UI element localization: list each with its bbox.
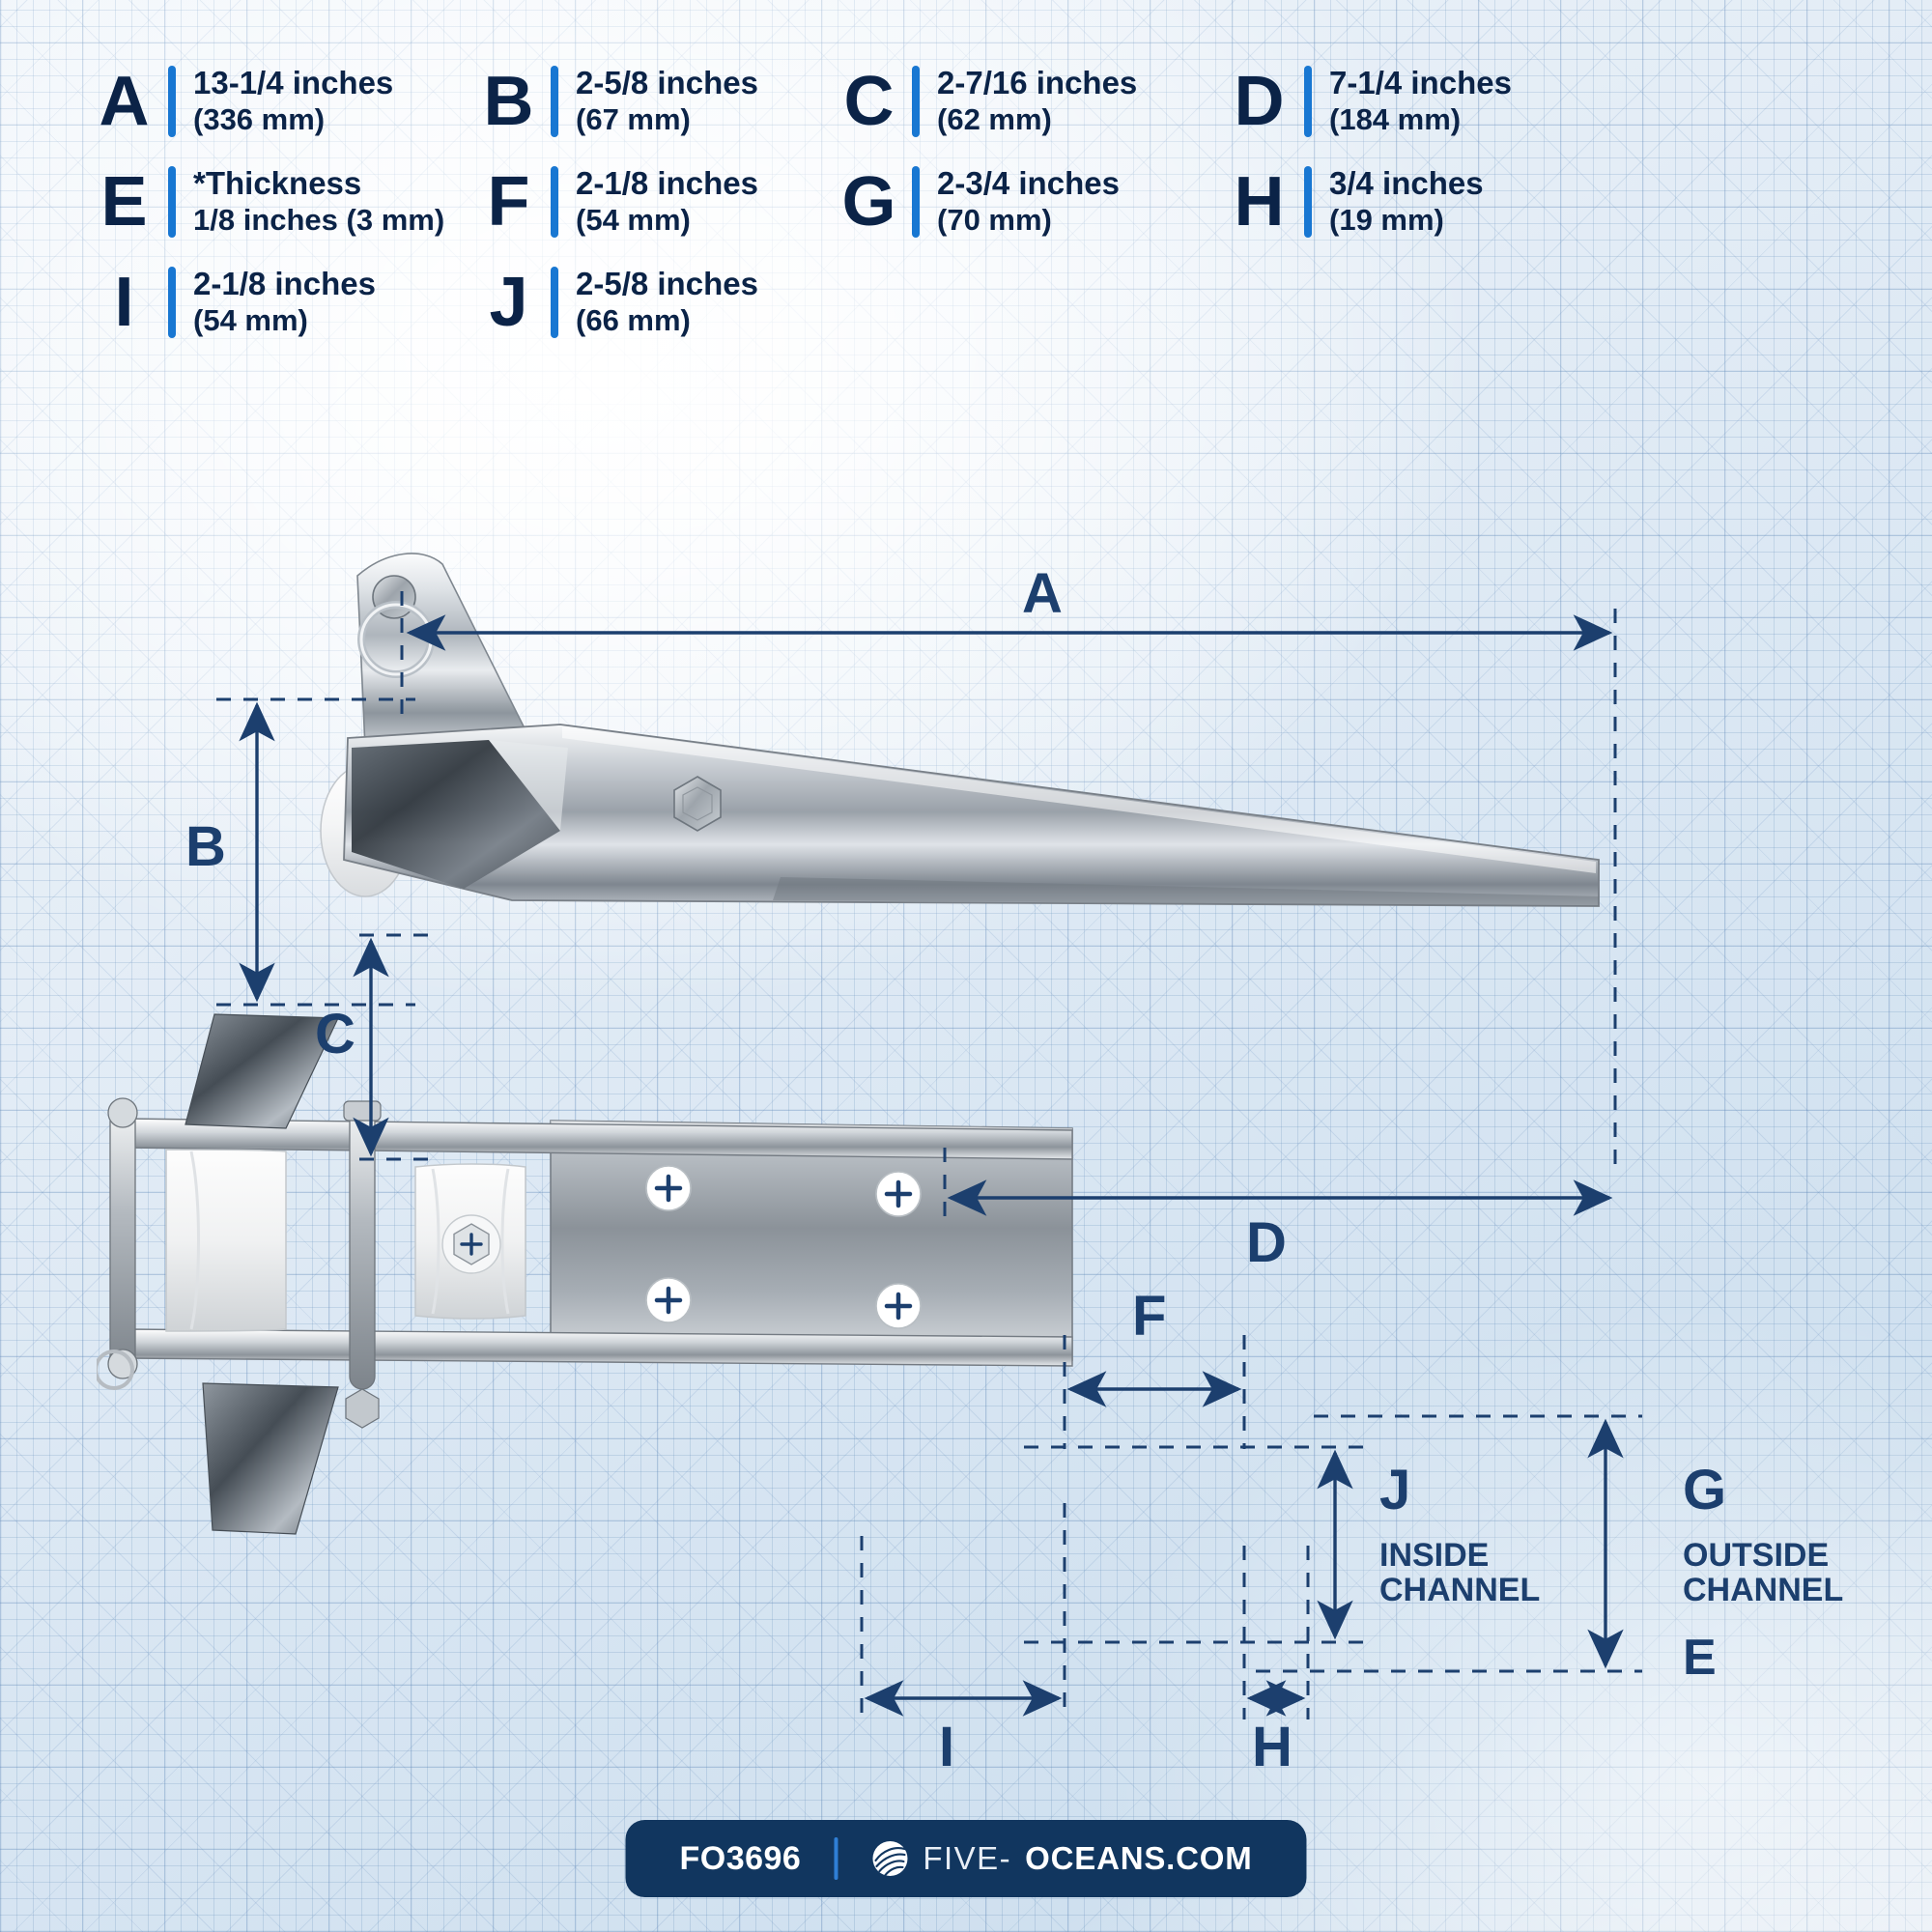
wave-globe-icon [872, 1841, 908, 1877]
legend-value-inches-b: 2-5/8 inches [576, 65, 758, 101]
legend-item-b: B 2-5/8 inches (67 mm) [479, 62, 838, 141]
legend-label-thickness: *Thickness [193, 165, 362, 202]
legend-value-mm-b: (67 mm) [576, 102, 691, 137]
dimension-legend: A 13-1/4 inches (336 mm) B 2-5/8 inches … [93, 62, 1851, 363]
footer-brand-bar: FO3696 FIVE- OCEANS.COM [625, 1820, 1307, 1897]
legend-letter-j: J [489, 263, 527, 341]
legend-accent-bar [168, 267, 176, 338]
legend-accent-bar [912, 166, 920, 238]
legend-text-f: 2-1/8 inches (54 mm) [576, 165, 758, 238]
legend-letter-f: F [487, 162, 530, 241]
brand-lockup: FIVE- OCEANS.COM [870, 1839, 1252, 1878]
dimension-label-e: E [1683, 1630, 1717, 1686]
dimension-label-d: D [1246, 1211, 1287, 1274]
outside-channel-line2: CHANNEL [1683, 1572, 1844, 1609]
legend-letter-d: D [1234, 62, 1285, 140]
legend-value-mm-i: (54 mm) [193, 303, 308, 338]
legend-value-e: 1/8 inches (3 mm) [193, 203, 445, 238]
legend-letter-e: E [100, 162, 147, 241]
legend-item-i: I 2-1/8 inches (54 mm) [93, 263, 479, 342]
inside-channel-line2: CHANNEL [1379, 1572, 1541, 1609]
legend-letter-g: G [841, 162, 895, 241]
legend-value-mm-h: (19 mm) [1329, 203, 1444, 238]
product-photo-side-view [320, 553, 1600, 907]
legend-letter-i: I [114, 263, 133, 341]
legend-letter-h: H [1234, 162, 1285, 241]
legend-item-h: H 3/4 inches (19 mm) [1227, 162, 1484, 242]
brand-text-bold: OCEANS.COM [1025, 1840, 1253, 1876]
legend-text-a: 13-1/4 inches (336 mm) [193, 65, 394, 137]
dimension-label-b: B [185, 815, 226, 878]
dimension-label-h: H [1252, 1716, 1293, 1778]
dimension-label-f: F [1132, 1285, 1167, 1348]
legend-letter-a: A [99, 62, 150, 140]
legend-item-a: A 13-1/4 inches (336 mm) [93, 62, 479, 141]
legend-value-inches-d: 7-1/4 inches [1329, 65, 1512, 101]
dimension-label-c: C [315, 1003, 355, 1065]
legend-item-g: G 2-3/4 inches (70 mm) [838, 162, 1227, 242]
legend-row: E *Thickness 1/8 inches (3 mm) F 2-1/8 i… [93, 162, 1851, 242]
legend-text-j: 2-5/8 inches (66 mm) [576, 266, 758, 338]
legend-row: A 13-1/4 inches (336 mm) B 2-5/8 inches … [93, 62, 1851, 141]
legend-item-f: F 2-1/8 inches (54 mm) [479, 162, 838, 242]
legend-text-g: 2-3/4 inches (70 mm) [937, 165, 1120, 238]
legend-accent-bar [551, 267, 558, 338]
legend-accent-bar [912, 66, 920, 137]
legend-text-e: *Thickness 1/8 inches (3 mm) [193, 165, 445, 238]
outside-channel-line1: OUTSIDE [1683, 1537, 1830, 1574]
footer-divider [834, 1837, 838, 1880]
dimension-label-g: G [1683, 1459, 1727, 1521]
legend-value-inches-h: 3/4 inches [1329, 165, 1484, 202]
legend-item-e: E *Thickness 1/8 inches (3 mm) [93, 162, 479, 242]
legend-text-h: 3/4 inches (19 mm) [1329, 165, 1484, 238]
legend-text-b: 2-5/8 inches (67 mm) [576, 65, 758, 137]
legend-accent-bar [551, 66, 558, 137]
legend-value-inches-j: 2-5/8 inches [576, 266, 758, 302]
product-photo-top-view [97, 1013, 1073, 1535]
legend-text-i: 2-1/8 inches (54 mm) [193, 266, 376, 338]
product-sku: FO3696 [679, 1839, 802, 1877]
inside-channel-caption: INSIDE CHANNEL [1379, 1538, 1540, 1607]
legend-accent-bar [1304, 166, 1312, 238]
legend-accent-bar [1304, 66, 1312, 137]
dimension-label-i: I [939, 1716, 955, 1778]
legend-value-mm-f: (54 mm) [576, 203, 691, 238]
legend-text-d: 7-1/4 inches (184 mm) [1329, 65, 1512, 137]
brand-text-light: FIVE- [923, 1840, 1012, 1876]
dimension-label-a: A [1022, 562, 1063, 625]
outside-channel-caption: OUTSIDE CHANNEL [1683, 1538, 1843, 1607]
legend-item-d: D 7-1/4 inches (184 mm) [1227, 62, 1512, 141]
inside-channel-line1: INSIDE [1379, 1537, 1490, 1574]
legend-row: I 2-1/8 inches (54 mm) J 2-5/8 inches (6… [93, 263, 1851, 342]
legend-accent-bar [168, 66, 176, 137]
legend-value-mm-d: (184 mm) [1329, 102, 1462, 137]
legend-letter-c: C [843, 62, 895, 140]
legend-letter-b: B [483, 62, 534, 140]
legend-value-inches-f: 2-1/8 inches [576, 165, 758, 202]
legend-accent-bar [168, 166, 176, 238]
legend-value-mm-c: (62 mm) [937, 102, 1052, 137]
legend-item-j: J 2-5/8 inches (66 mm) [479, 263, 758, 342]
legend-value-mm-a: (336 mm) [193, 102, 326, 137]
legend-text-c: 2-7/16 inches (62 mm) [937, 65, 1138, 137]
legend-accent-bar [551, 166, 558, 238]
legend-value-inches-a: 13-1/4 inches [193, 65, 394, 101]
legend-value-mm-j: (66 mm) [576, 303, 691, 338]
legend-value-mm-g: (70 mm) [937, 203, 1052, 238]
dimension-label-j: J [1379, 1459, 1411, 1521]
legend-item-c: C 2-7/16 inches (62 mm) [838, 62, 1227, 141]
legend-value-inches-c: 2-7/16 inches [937, 65, 1138, 101]
legend-value-inches-i: 2-1/8 inches [193, 266, 376, 302]
legend-value-inches-g: 2-3/4 inches [937, 165, 1120, 202]
